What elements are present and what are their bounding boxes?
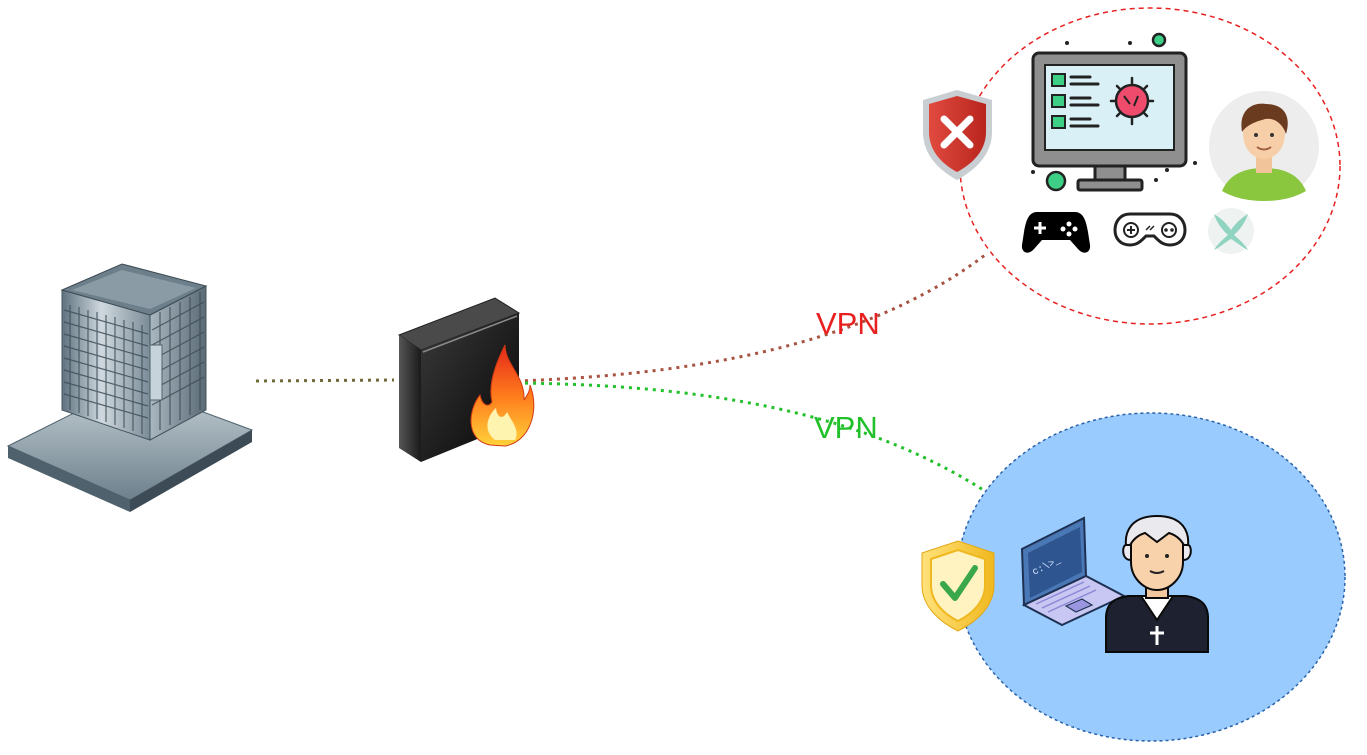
gamepad-outline-icon (1113, 212, 1187, 247)
laptop-terminal-icon: c:\>_ (1020, 516, 1127, 627)
firewall-icon (397, 297, 535, 462)
user-avatar-icon (1209, 91, 1319, 201)
shield-x-icon (923, 90, 992, 180)
untrusted-zone (959, 7, 1341, 325)
vpn-label-trusted: VPN (814, 410, 878, 445)
xbox-logo-icon (1208, 208, 1254, 254)
office-building-icon (6, 263, 254, 512)
shield-check-icon (921, 540, 995, 632)
vpn-link-trusted (516, 381, 989, 495)
fire-icon (470, 344, 535, 447)
priest-user-icon (1105, 514, 1209, 653)
vpn-label-untrusted: VPN (816, 306, 880, 341)
lan-link (255, 378, 395, 383)
monitor-malware-icon (1031, 32, 1197, 192)
vpn-link-untrusted (516, 253, 986, 383)
gamepad-icon (1021, 212, 1091, 253)
